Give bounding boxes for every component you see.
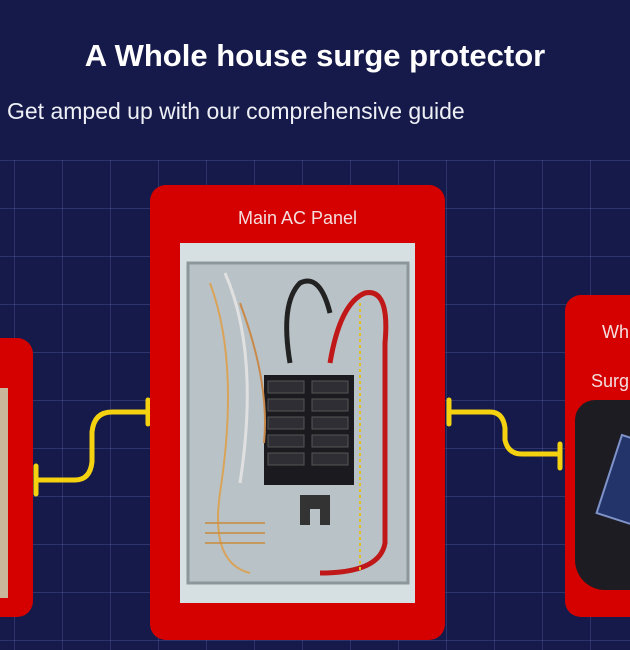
card-left — [0, 338, 33, 617]
card-main-label: Main AC Panel — [237, 208, 358, 228]
connector-right — [446, 397, 563, 471]
card-right-label-line2: Surg — [591, 371, 630, 391]
card-left-image — [0, 388, 8, 598]
page-subtitle: Get amped up with our comprehensive guid… — [7, 98, 465, 124]
page-title: A Whole house surge protector — [84, 38, 546, 73]
surge-protector-image — [575, 400, 630, 590]
connector-left — [33, 397, 151, 497]
ac-panel-image — [180, 243, 415, 603]
card-right-label-line1: Wh — [602, 322, 629, 342]
card-main-ac-panel: Main AC Panel — [150, 185, 445, 640]
card-surge-protector: Wh Surg — [565, 295, 630, 617]
